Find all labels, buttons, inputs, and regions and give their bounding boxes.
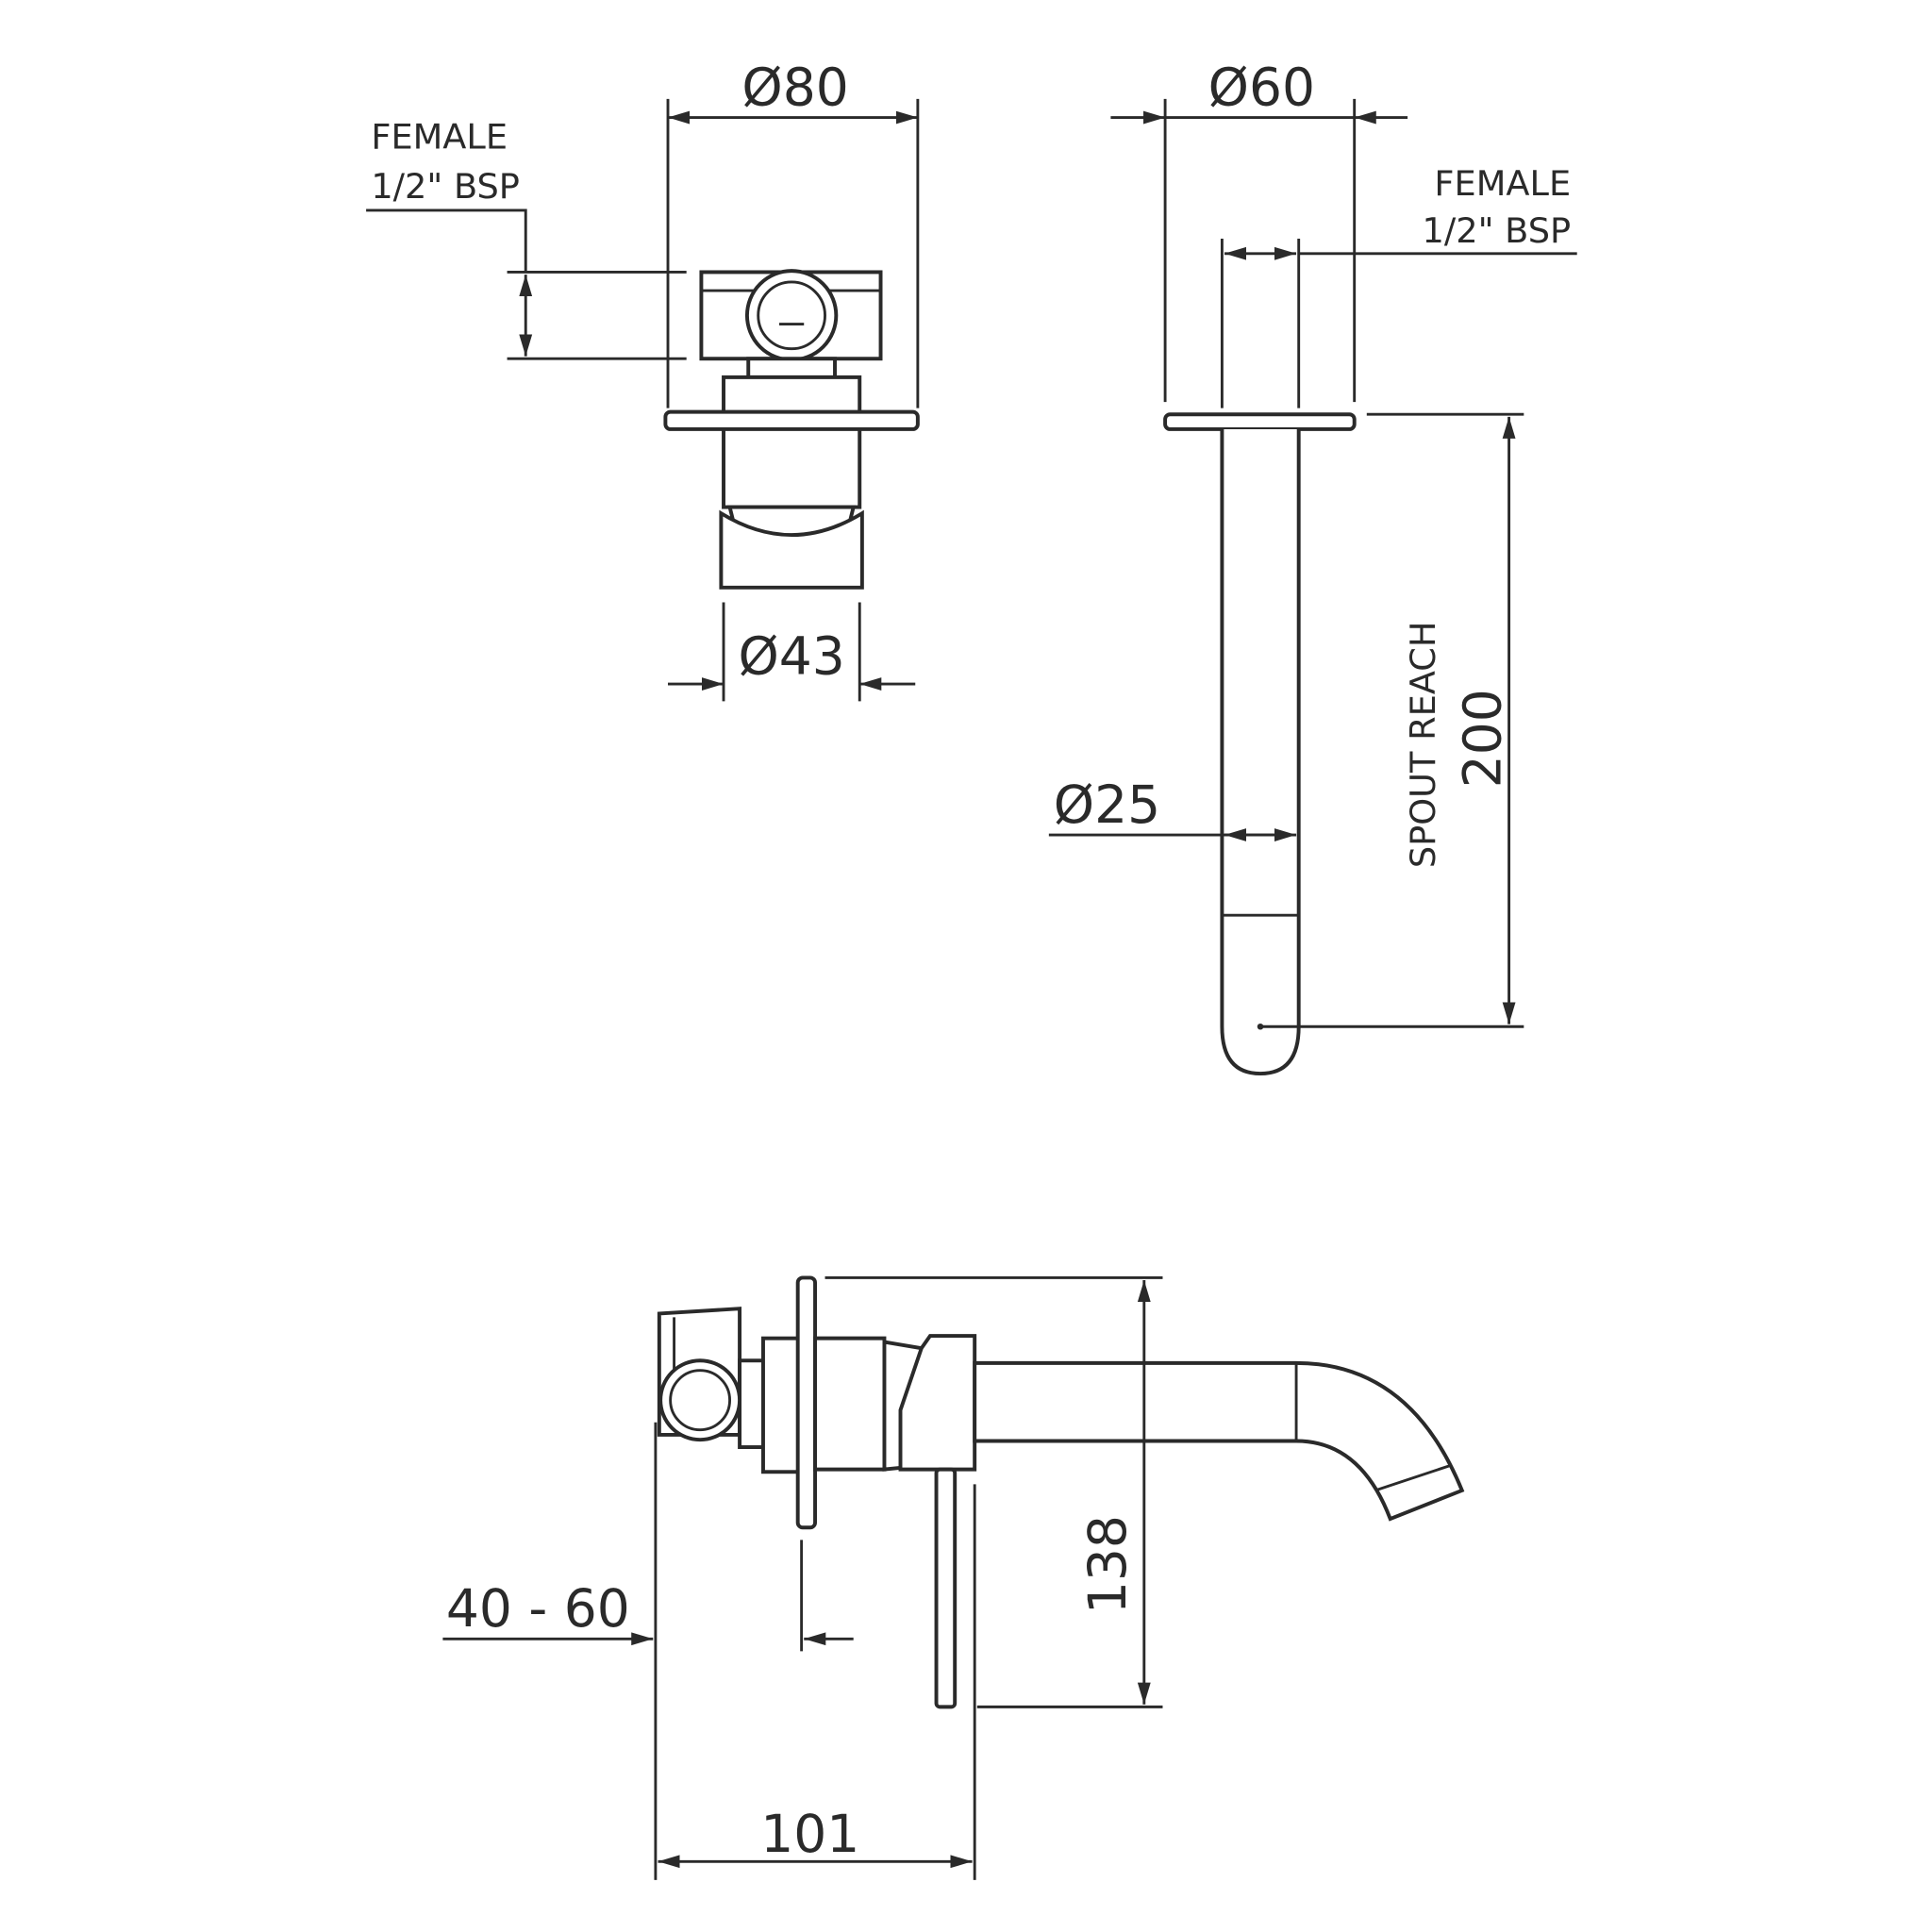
valve-front-view: Ø80 FEMALE 1/2" BSP Ø43: [366, 57, 920, 702]
bsp-label: 1/2" BSP: [371, 166, 520, 207]
valve-inlet: [658, 1358, 742, 1442]
valve-inlet: [744, 269, 839, 362]
dimension-80-label: Ø80: [741, 57, 848, 117]
spout-tube: [1220, 428, 1301, 1076]
spout: [973, 1360, 1465, 1522]
handle-base: [719, 509, 864, 590]
tap-side-view: 138 40 - 60 101: [442, 1275, 1465, 1880]
valve-cartridge: [722, 375, 862, 509]
mixer-body: [898, 1334, 977, 1472]
height-138-label: 138: [1077, 1515, 1138, 1614]
dimension-25-label: Ø25: [1054, 774, 1160, 835]
dimension-60-label: Ø60: [1208, 57, 1315, 117]
female-label: FEMALE: [371, 116, 508, 157]
spout-front-view: Ø60 FEMALE 1/2" BSP Ø25 200 SPOUT REACH: [1048, 57, 1577, 1076]
projection-101-label: 101: [760, 1804, 859, 1864]
female-label: FEMALE: [1434, 163, 1571, 204]
lever-handle: [934, 1467, 958, 1709]
dimension-43-label: Ø43: [738, 626, 844, 687]
wall-plate: [795, 1275, 818, 1530]
spout-reach-value: 200: [1452, 689, 1512, 788]
spout-plate: [1163, 412, 1357, 431]
spout-reach-label: SPOUT REACH: [1403, 621, 1443, 868]
bsp-label: 1/2" BSP: [1423, 210, 1572, 251]
wall-plate: [663, 409, 920, 431]
wall-depth-label: 40 - 60: [446, 1578, 630, 1639]
